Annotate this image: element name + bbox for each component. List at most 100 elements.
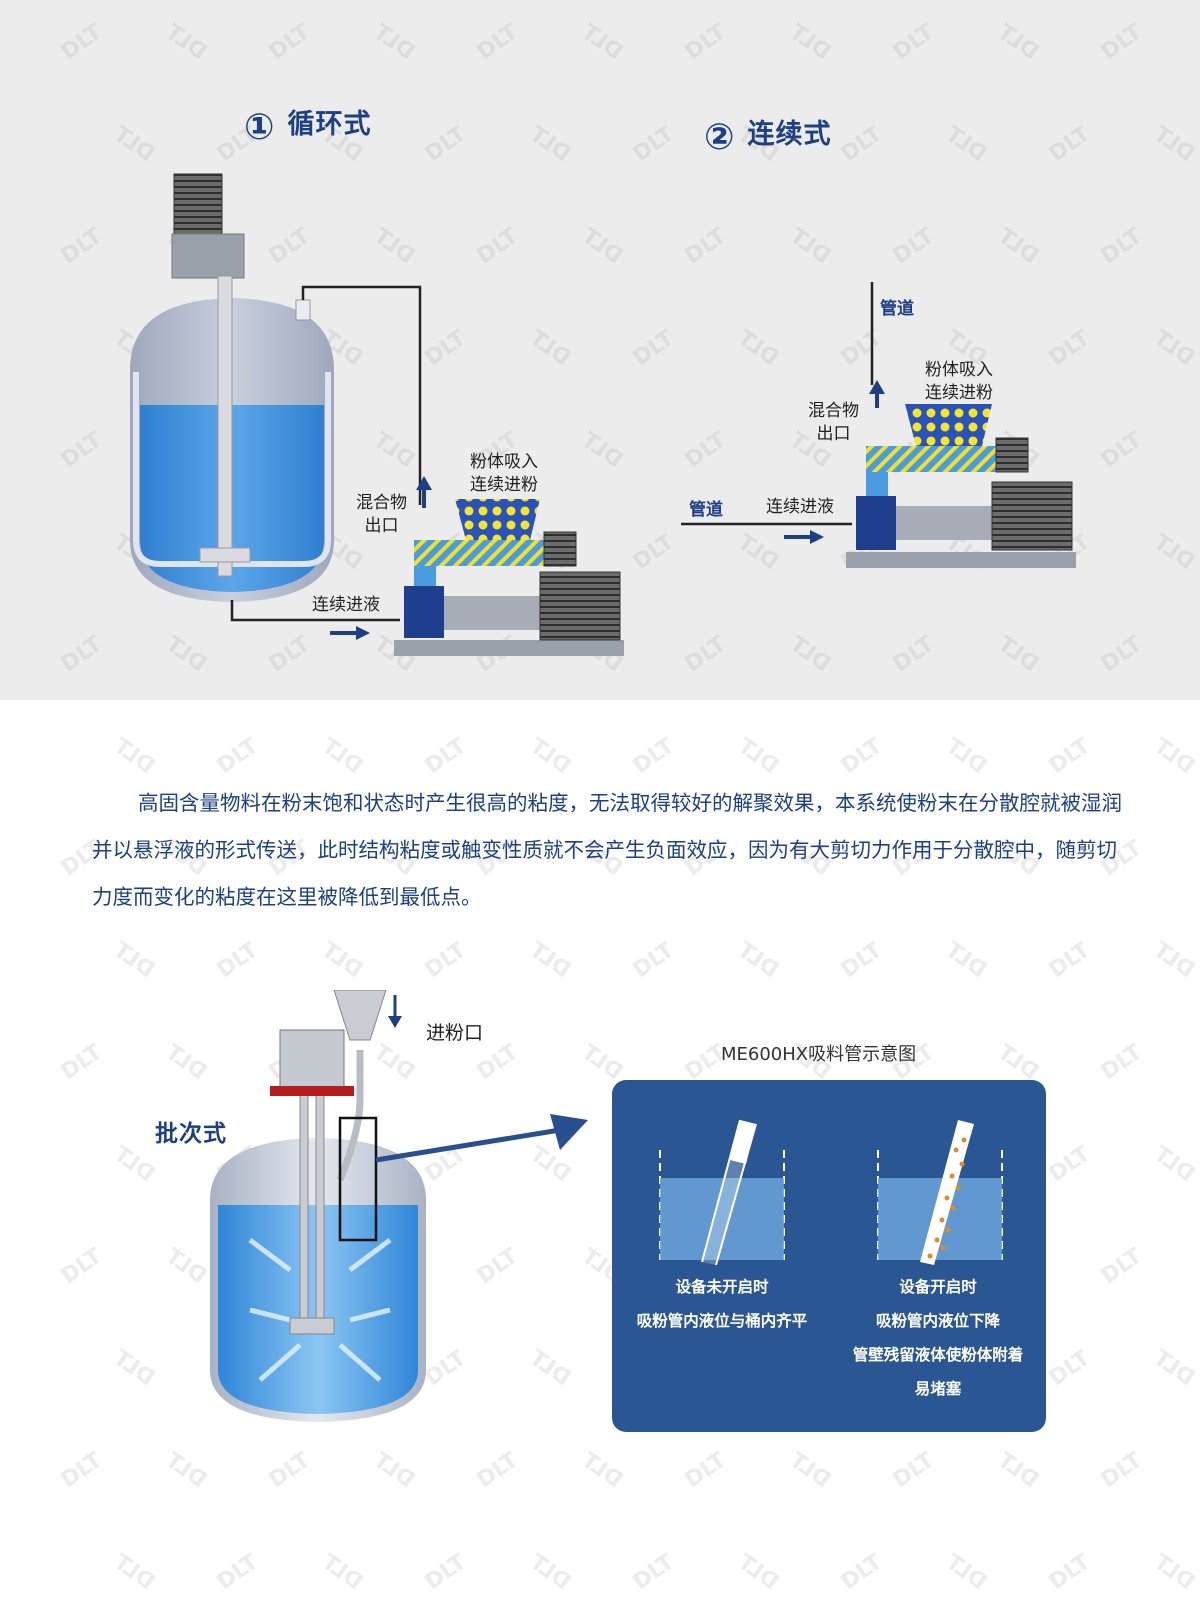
powder-hopper: [333, 990, 387, 1041]
watermark-text: DLT: [992, 1039, 1043, 1086]
watermark-text: DLT: [1044, 1141, 1095, 1188]
watermark-text: DLT: [888, 1447, 939, 1494]
return-pipe: [301, 285, 422, 505]
top-diagrams-svg: [130, 173, 1076, 656]
watermark-text: DLT: [992, 1447, 1043, 1494]
watermark-text: DLT: [940, 733, 991, 780]
inline-mixer-1: [394, 499, 624, 656]
screw-feeder-1: [414, 540, 544, 566]
suction-pipe-inset: 设备未开启时 吸粉管内液位与桶内齐平 设备开启时 吸粉管内液位下降 管壁残留液体…: [612, 1080, 1046, 1432]
agitator-blade: [199, 547, 251, 563]
circulating-mix-outlet-label: 混合物 出口: [356, 493, 407, 536]
watermark-text: DLT: [1148, 1141, 1199, 1188]
watermark-text: DLT: [732, 733, 783, 780]
mixer-motor-1: [539, 571, 621, 641]
powder-port-arrowhead: [388, 1016, 402, 1028]
watermark-text: DLT: [1044, 733, 1095, 780]
inset-title: ME600HX吸料管示意图: [721, 1044, 917, 1065]
mixer-shaft-b: [315, 1084, 325, 1326]
mixer-motor-2: [991, 481, 1073, 551]
watermark-text: DLT: [1096, 1039, 1147, 1086]
watermark-text: DLT: [56, 1447, 107, 1494]
watermark-text: DLT: [316, 733, 367, 780]
watermark-text: DLT: [212, 1549, 263, 1596]
watermark-text: DLT: [264, 1447, 315, 1494]
callout-arrow: [375, 1127, 561, 1163]
powder-hopper-2: [905, 404, 992, 446]
continuous-liquid-inlet-label: 连续进液: [766, 497, 834, 517]
mixer-base-2: [846, 552, 1076, 568]
watermark-text: DLT: [160, 1447, 211, 1494]
watermark-text: DLT: [1148, 1549, 1199, 1596]
state-off-desc: 吸粉管内液位与桶内齐平: [636, 1312, 808, 1330]
mix-outlet-arrowhead-1: [416, 476, 432, 490]
watermark-text: DLT: [1096, 1243, 1147, 1290]
watermark-text: DLT: [940, 1549, 991, 1596]
mixer-body-2: [896, 506, 996, 540]
watermark-text: DLT: [1044, 937, 1095, 984]
watermark-text: DLT: [316, 1549, 367, 1596]
watermark-text: DLT: [836, 1549, 887, 1596]
batch-diagram-svg: [210, 990, 588, 1422]
feeder-motor-2: [995, 437, 1029, 473]
flow-arrows: [248, 1238, 392, 1382]
suction-tube-on: [920, 1120, 974, 1265]
watermark-text: DLT: [732, 1549, 783, 1596]
watermark-text: DLT: [212, 937, 263, 984]
state-on-desc-3: 易堵塞: [914, 1380, 962, 1398]
watermark-text: DLT: [316, 937, 367, 984]
inset-svg: [659, 1119, 1003, 1266]
watermark-text: DLT: [368, 1447, 419, 1494]
watermark-text: DLT: [1096, 1447, 1147, 1494]
watermark-text: DLT: [108, 1549, 159, 1596]
watermark-text: DLT: [420, 937, 471, 984]
batch-heading: 批次式: [155, 1121, 227, 1147]
watermark-text: DLT: [784, 1447, 835, 1494]
mix-outlet-arrowhead-2: [869, 380, 885, 394]
circulating-tank: [130, 173, 334, 602]
mixer-head: [289, 1317, 335, 1335]
motor-flange: [270, 1086, 354, 1096]
suction-pipe-highlight: [338, 1116, 378, 1242]
watermark-text: DLT: [108, 937, 159, 984]
mixer-base-1: [394, 640, 624, 656]
watermark-text: DLT: [1148, 733, 1199, 780]
description-paragraph: 高固含量物料在粉末饱和状态时产生很高的粘度，无法取得较好的解聚效果，本系统使粉末…: [92, 791, 1122, 909]
mixing-head-2: [856, 496, 896, 550]
suction-tube-off-empty: [730, 1120, 756, 1164]
inline-mixer-2: [846, 404, 1076, 568]
continuous-powder-inlet-label: 粉体吸入 连续进粉: [925, 360, 993, 403]
watermark-text: DLT: [836, 733, 887, 780]
state-on-desc-2: 管壁残留液体使粉体附着: [852, 1346, 1024, 1364]
watermark-text: DLT: [524, 1549, 575, 1596]
powder-hopper-1: [455, 499, 540, 540]
liquid-inlet-arrowhead-1: [356, 626, 370, 640]
state-on-desc-1: 吸粉管内液位下降: [875, 1312, 1000, 1330]
agitator-shaft: [217, 275, 233, 577]
powder-suction-pipe: [336, 1050, 364, 1182]
watermark-text: DLT: [836, 937, 887, 984]
watermark-text: DLT: [940, 937, 991, 984]
mixer-body-1: [444, 596, 544, 630]
agitator-motor-icon: [173, 173, 223, 235]
watermark-text: DLT: [524, 733, 575, 780]
outlet-pipe: [230, 600, 400, 622]
powder-particles: [927, 1137, 967, 1259]
watermark-text: DLT: [1044, 1345, 1095, 1392]
watermark-text: DLT: [108, 733, 159, 780]
watermark-text: DLT: [420, 733, 471, 780]
state-off-title: 设备未开启时: [675, 1278, 769, 1296]
circulating-title: 循环式: [287, 109, 372, 140]
continuous-pipe-top-label: 管道: [880, 299, 914, 319]
liquid-inlet-arrowhead-2: [810, 530, 824, 544]
powder-port-label: 进粉口: [426, 1022, 484, 1044]
mixer-neck-2: [866, 472, 888, 496]
watermark-text: DLT: [212, 733, 263, 780]
watermark-text: DLT: [1148, 937, 1199, 984]
mixing-head-1: [404, 586, 444, 638]
mixer-neck-1: [414, 566, 436, 586]
watermark-text: DLT: [628, 937, 679, 984]
tank-return-nozzle: [295, 299, 311, 321]
circulating-liquid-inlet-label: 连续进液: [312, 595, 380, 615]
